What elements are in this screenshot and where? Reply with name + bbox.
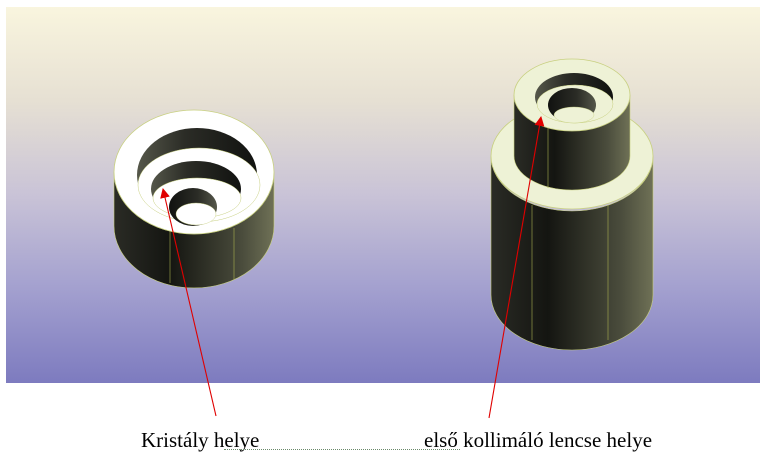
crystal-position-label: Kristály helye — [141, 428, 260, 452]
right-cylinder — [490, 58, 654, 351]
left-pointer-arrow — [160, 188, 217, 417]
right-pointer-arrow — [488, 116, 545, 419]
collimating-lens-position-label: első kollimáló lencse helye — [424, 428, 653, 452]
dotted-underline — [224, 449, 460, 450]
left-cylinder — [113, 109, 275, 289]
right-cylinder-lower-body — [490, 155, 654, 351]
